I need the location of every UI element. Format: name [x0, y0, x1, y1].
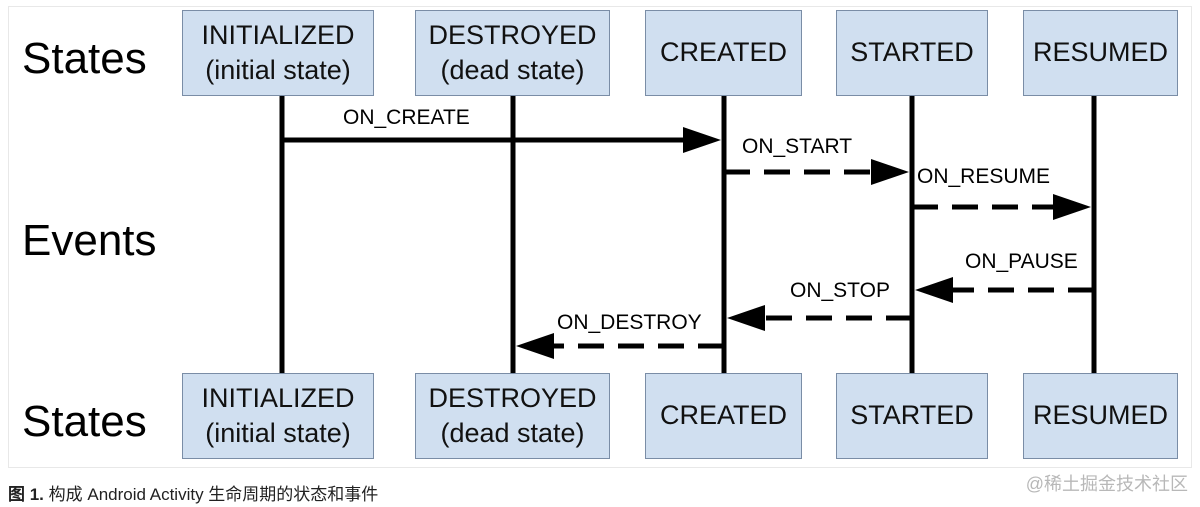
state-name: STARTED — [850, 37, 974, 68]
event-arrow-on-create-head — [683, 127, 721, 153]
watermark: @稀土掘金技术社区 — [1025, 474, 1188, 494]
state-box-created-top: CREATED — [645, 10, 802, 96]
event-arrow-on-pause-head — [915, 277, 953, 303]
state-box-started-top: STARTED — [836, 10, 988, 96]
state-name: RESUMED — [1032, 37, 1168, 68]
event-label-on-pause: ON_PAUSE — [965, 250, 1078, 273]
event-label-on-destroy: ON_DESTROY — [557, 311, 702, 334]
figure-caption: 图 1. 构成 Android Activity 生命周期的状态和事件 — [8, 480, 378, 505]
row-label-events: Events — [22, 216, 157, 265]
state-name: RESUMED — [1032, 400, 1168, 431]
state-note: (dead state) — [440, 55, 585, 85]
state-box-destroyed-bottom: DESTROYED (dead state) — [415, 373, 610, 459]
state-name: STARTED — [850, 400, 974, 431]
caption-text: 构成 Android Activity 生命周期的状态和事件 — [48, 485, 379, 504]
state-box-initialized-top: INITIALIZED (initial state) — [182, 10, 374, 96]
event-label-on-stop: ON_STOP — [790, 279, 890, 302]
state-note: (dead state) — [440, 418, 585, 448]
state-box-resumed-bottom: RESUMED — [1023, 373, 1178, 459]
state-name: CREATED — [659, 37, 787, 68]
state-box-created-bottom: CREATED — [645, 373, 802, 459]
event-label-on-create: ON_CREATE — [343, 106, 470, 129]
event-label-on-start: ON_START — [742, 135, 853, 158]
row-label-states-top: States — [22, 34, 147, 83]
event-label-on-resume: ON_RESUME — [917, 165, 1051, 188]
row-label-states-bottom: States — [22, 397, 147, 446]
event-arrow-on-start-head — [871, 159, 909, 185]
state-box-started-bottom: STARTED — [836, 373, 988, 459]
event-arrow-on-destroy-head — [516, 333, 554, 359]
event-arrow-on-resume-head — [1053, 194, 1091, 220]
state-name: INITIALIZED — [201, 382, 355, 413]
state-name: CREATED — [659, 400, 787, 431]
state-name: DESTROYED — [428, 382, 597, 413]
state-box-initialized-bottom: INITIALIZED (initial state) — [182, 373, 374, 459]
diagram-frame — [8, 6, 1192, 468]
state-note: (initial state) — [205, 418, 351, 448]
state-box-resumed-top: RESUMED — [1023, 10, 1178, 96]
state-note: (initial state) — [205, 55, 351, 85]
state-name: DESTROYED — [428, 19, 597, 50]
event-arrow-on-stop-head — [727, 305, 765, 331]
figure-number: 图 1. — [8, 485, 44, 504]
state-name: INITIALIZED — [201, 19, 355, 50]
state-box-destroyed-top: DESTROYED (dead state) — [415, 10, 610, 96]
